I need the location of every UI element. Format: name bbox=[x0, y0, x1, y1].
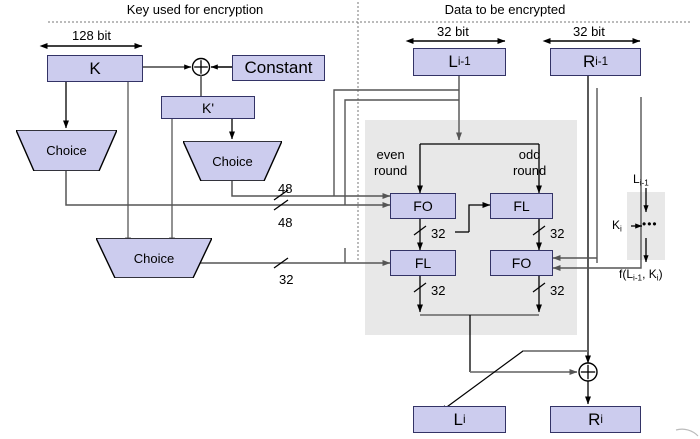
bus-tick-48-lower bbox=[273, 199, 289, 211]
constant-box[interactable] bbox=[232, 55, 325, 81]
key-section-header: Key used for encryption bbox=[126, 2, 264, 17]
fl-top-right[interactable] bbox=[490, 193, 553, 219]
tick-32-d bbox=[532, 282, 546, 293]
data-section-header: Data to be encrypted bbox=[444, 2, 566, 17]
bus-tick-48-upper bbox=[273, 189, 289, 201]
tick-32-c bbox=[413, 282, 427, 293]
bus-label-48-upper: 48 bbox=[278, 181, 293, 196]
rail-right-inner-to-fo bbox=[552, 97, 642, 271]
corner-arc-artifact bbox=[675, 428, 699, 437]
fo-bottom-right-label: FO bbox=[511, 255, 532, 271]
choice-right-outline bbox=[183, 141, 282, 181]
key-box[interactable] bbox=[47, 55, 143, 82]
fo-top-left-label: FO bbox=[413, 198, 433, 214]
legend-body-label: ••• bbox=[642, 217, 658, 231]
fo-top-left[interactable] bbox=[390, 193, 456, 219]
left-input-box[interactable] bbox=[413, 48, 506, 76]
rail-left-outer bbox=[333, 89, 459, 196]
choice-left-label: Choice bbox=[46, 143, 87, 158]
inner-bus-label-c: 32 bbox=[431, 283, 446, 298]
choice-right[interactable] bbox=[183, 141, 282, 181]
inner-bus-label-d: 32 bbox=[550, 283, 565, 298]
right-output-box[interactable] bbox=[550, 406, 641, 433]
dimension-label-128bit: 128 bit bbox=[72, 28, 112, 43]
inner-bus-label-a: 32 bbox=[431, 226, 446, 241]
even-round-label: even round bbox=[374, 147, 408, 178]
key-box-label: K bbox=[89, 58, 101, 78]
dimension-label-right-32bit: 32 bit bbox=[573, 24, 605, 39]
bus-tick-32 bbox=[273, 257, 289, 269]
fl-top-right-label: FL bbox=[513, 198, 530, 214]
choice-left[interactable] bbox=[16, 130, 117, 171]
bus-label-32: 32 bbox=[279, 272, 294, 287]
constant-box-label: Constant bbox=[244, 58, 313, 77]
tick-32-a bbox=[413, 225, 427, 236]
bus-label-48-lower: 48 bbox=[278, 215, 293, 230]
round-group-background bbox=[365, 120, 577, 335]
odd-round-label: odd round bbox=[513, 147, 547, 178]
wire-cross-to-left-output bbox=[439, 350, 588, 413]
key-prime-box[interactable] bbox=[161, 96, 255, 119]
choice-bottom-label: Choice bbox=[133, 250, 175, 266]
choice-bottom-outline bbox=[96, 238, 212, 278]
bus-choice-right-to-fo bbox=[231, 181, 391, 199]
tick-32-b bbox=[532, 225, 546, 236]
inner-bus-label-b: 32 bbox=[550, 226, 565, 241]
wire-fo-branch-to-fl-right bbox=[468, 202, 491, 232]
fo-bottom-right[interactable] bbox=[490, 250, 553, 276]
choice-left-outline bbox=[16, 130, 117, 171]
right-input-box[interactable] bbox=[550, 48, 641, 76]
legend-input-label: Li-1 bbox=[633, 172, 649, 188]
choice-bottom[interactable] bbox=[96, 238, 212, 278]
fl-bottom-left[interactable] bbox=[390, 250, 456, 276]
legend-output-label: f(Li-1, Ki) bbox=[619, 267, 663, 283]
fl-bottom-left-label: FL bbox=[414, 255, 432, 271]
dimension-label-left-32bit: 32 bit bbox=[437, 24, 469, 39]
key-prime-box-label: K' bbox=[201, 99, 214, 116]
choice-right-label: Choice bbox=[212, 153, 253, 169]
rail-left-inner bbox=[344, 99, 459, 205]
left-output-box[interactable] bbox=[413, 406, 506, 433]
legend-key-label: Ki bbox=[612, 218, 622, 234]
